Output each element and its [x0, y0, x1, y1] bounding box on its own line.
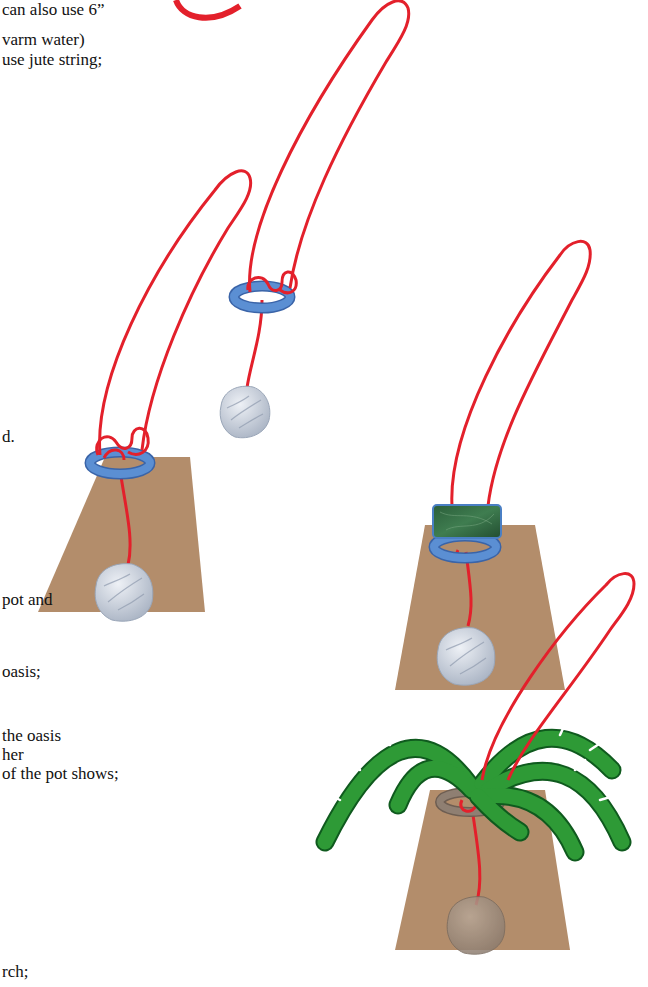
- instruction-text: use jute string;: [2, 50, 102, 70]
- step-ring-in-pot: [38, 171, 251, 621]
- instruction-text: pot and: [2, 590, 53, 610]
- instruction-text: oasis;: [2, 662, 41, 682]
- step-oasis-on-pot: [395, 241, 590, 690]
- instruction-text: of the pot shows;: [2, 764, 119, 784]
- instruction-text: can also use 6”: [2, 0, 104, 20]
- instruction-text: the oasis: [2, 726, 61, 746]
- step-string-ring: [220, 1, 409, 438]
- instruction-text: d.: [2, 427, 15, 447]
- instruction-text: varm water): [2, 30, 85, 50]
- heading-fragment: [176, 0, 240, 18]
- instruction-text: her: [2, 745, 24, 765]
- instruction-text: rch;: [2, 962, 28, 982]
- step-finished-plant: [325, 574, 634, 955]
